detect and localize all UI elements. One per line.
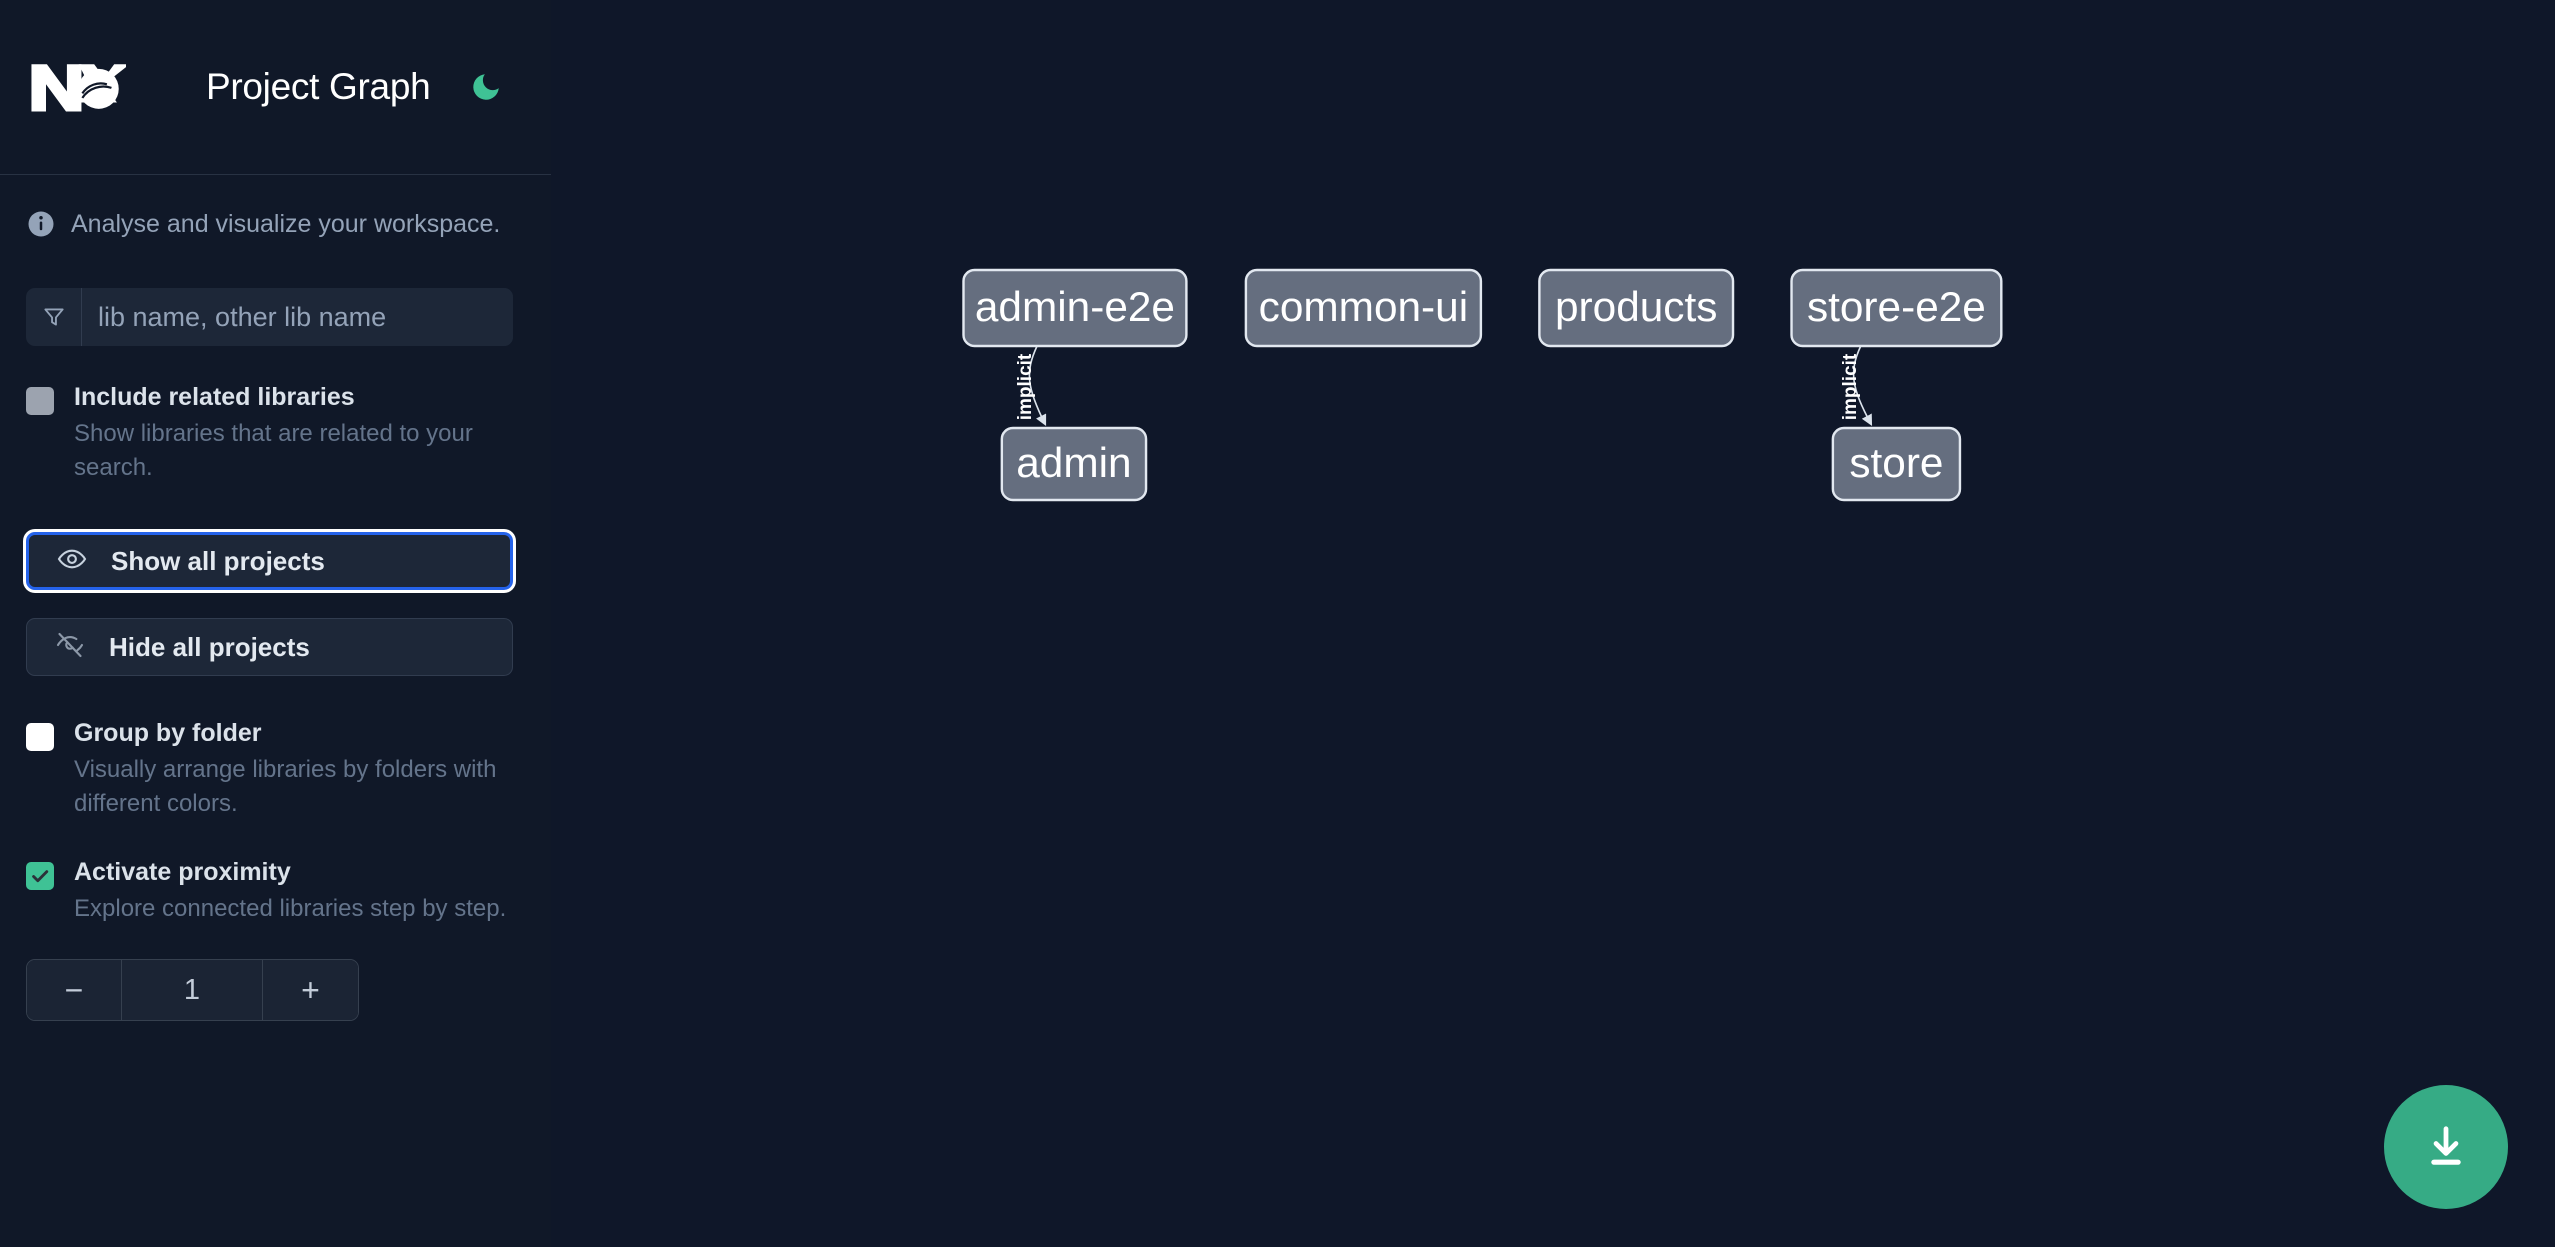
filter-funnel-icon <box>26 288 82 346</box>
proximity-value: 1 <box>122 960 263 1021</box>
graph-edge[interactable] <box>1852 345 1873 426</box>
proximity-stepper[interactable]: − 1 + <box>26 959 359 1022</box>
graph-edge[interactable] <box>1028 345 1047 427</box>
graph-node-box[interactable] <box>1790 268 2003 348</box>
show-all-projects-label: Show all projects <box>111 545 325 576</box>
graph-node-label: admin-e2e <box>975 283 1175 330</box>
graph-node[interactable]: admin-e2e <box>962 268 1188 348</box>
graph-node[interactable]: admin <box>1000 426 1148 502</box>
graph-node[interactable]: store <box>1831 426 1962 502</box>
workspace-info: Analyse and visualize your workspace. <box>0 175 551 239</box>
hide-all-projects-button[interactable]: Hide all projects <box>26 618 513 677</box>
show-all-projects-button[interactable]: Show all projects <box>26 532 513 591</box>
nx-logo-icon <box>26 55 130 119</box>
eye-off-icon <box>55 630 85 665</box>
graph-node-label: store <box>1849 439 1943 486</box>
eye-icon <box>57 544 87 579</box>
graph-node-box[interactable] <box>962 268 1188 348</box>
search-field[interactable] <box>26 288 513 346</box>
moon-icon[interactable] <box>466 67 506 107</box>
option-activate-proximity[interactable]: Activate proximity Explore connected lib… <box>0 857 551 926</box>
graph-nodes: admin-e2e common-ui products store-e2e admin… <box>962 268 2003 502</box>
sidebar: Project Graph Analyse and visualize your… <box>0 0 551 1247</box>
graph-node[interactable]: common-ui <box>1244 268 1483 348</box>
info-icon <box>26 209 56 239</box>
proximity-increment-button[interactable]: + <box>263 960 358 1021</box>
activate-proximity-label: Activate proximity <box>74 858 291 887</box>
activate-proximity-description: Explore connected libraries step by step… <box>74 895 507 923</box>
workspace-info-text: Analyse and visualize your workspace. <box>71 209 501 238</box>
graph-node-label: products <box>1555 283 1717 330</box>
group-by-folder-description: Visually arrange libraries by folders wi… <box>74 756 497 818</box>
graph-node-box[interactable] <box>1831 426 1962 502</box>
include-related-libraries-label: Include related libraries <box>74 383 355 411</box>
download-icon <box>2431 1126 2461 1165</box>
search-input[interactable] <box>82 288 513 346</box>
activate-proximity-checkbox[interactable] <box>26 862 54 891</box>
graph-node-label: store-e2e <box>1807 283 1986 330</box>
download-graph-button[interactable] <box>2384 1085 2508 1209</box>
graph-node-label: admin <box>1016 439 1131 486</box>
option-include-related-libraries[interactable]: Include related libraries Show libraries… <box>0 382 551 485</box>
graph-node-label: common-ui <box>1259 283 1468 330</box>
graph-node[interactable]: products <box>1538 268 1735 348</box>
app-title: Project Graph <box>206 66 431 107</box>
group-by-folder-label: Group by folder <box>74 719 262 748</box>
option-group-by-folder[interactable]: Group by folder Visually arrange librari… <box>0 718 551 821</box>
include-related-libraries-checkbox[interactable] <box>26 387 54 415</box>
include-related-libraries-description: Show libraries that are related to your … <box>74 420 473 482</box>
graph-edge-label: implicit <box>1015 353 1036 420</box>
graph-node[interactable]: store-e2e <box>1790 268 2003 348</box>
graph-svg: implicit implicit admin-e2e common-ui produ… <box>962 268 2003 502</box>
proximity-decrement-button[interactable]: − <box>27 960 122 1021</box>
graph-edge-label: implicit <box>1840 353 1861 420</box>
graph-node-box[interactable] <box>1538 268 1735 348</box>
graph-node-box[interactable] <box>1244 268 1483 348</box>
graph-edges: implicit implicit <box>1015 345 1873 427</box>
graph-node-box[interactable] <box>1000 426 1148 502</box>
hide-all-projects-label: Hide all projects <box>109 631 310 662</box>
graph-canvas[interactable]: implicit implicit admin-e2e common-ui produ… <box>551 0 2555 1247</box>
sidebar-header: Project Graph <box>0 0 551 175</box>
group-by-folder-checkbox[interactable] <box>26 723 54 752</box>
